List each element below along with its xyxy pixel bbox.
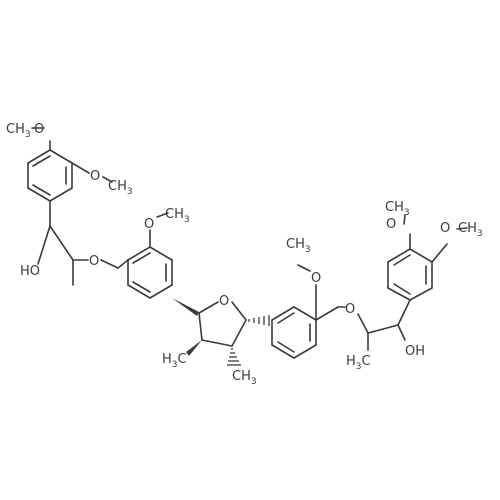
ether-oxygen-label: O — [345, 302, 355, 317]
ring-middle-right — [271, 306, 317, 359]
methyl-label: CH3 — [108, 179, 133, 197]
methyl-label: CH3 — [458, 221, 483, 239]
methyl-label: H3C — [346, 354, 371, 372]
methoxy-oxygen-label: O — [386, 217, 396, 232]
ring-middle-left — [127, 246, 173, 299]
methoxy-oxygen-label: O — [90, 169, 100, 184]
methoxy-oxygen-label: O — [144, 217, 154, 232]
stereo-hash — [248, 315, 270, 326]
methyl-label: CH3 — [165, 207, 190, 225]
methyl-label: CH3 — [286, 237, 311, 255]
hydroxyl-label: OH — [405, 344, 425, 359]
methyl-label: H3C — [162, 352, 187, 370]
methyl-label: CH3 — [232, 369, 257, 387]
ring-top-left — [27, 149, 73, 202]
ether-oxygen-label: O — [89, 254, 99, 269]
ring-oxygen-label: O — [219, 294, 229, 309]
hydroxyl-label: HO — [20, 264, 40, 279]
stereo-wedge — [186, 340, 202, 356]
stereo-wedge — [172, 298, 199, 316]
methyl-label: CH3 — [385, 200, 410, 218]
methyl-label: CH3 — [6, 122, 31, 140]
stereo-hash — [227, 348, 241, 366]
methoxy-oxygen-label: O — [34, 122, 44, 137]
ring-top-right — [387, 248, 433, 301]
methoxy-oxygen-label: O — [440, 221, 450, 236]
methoxy-oxygen-label: O — [311, 271, 321, 286]
